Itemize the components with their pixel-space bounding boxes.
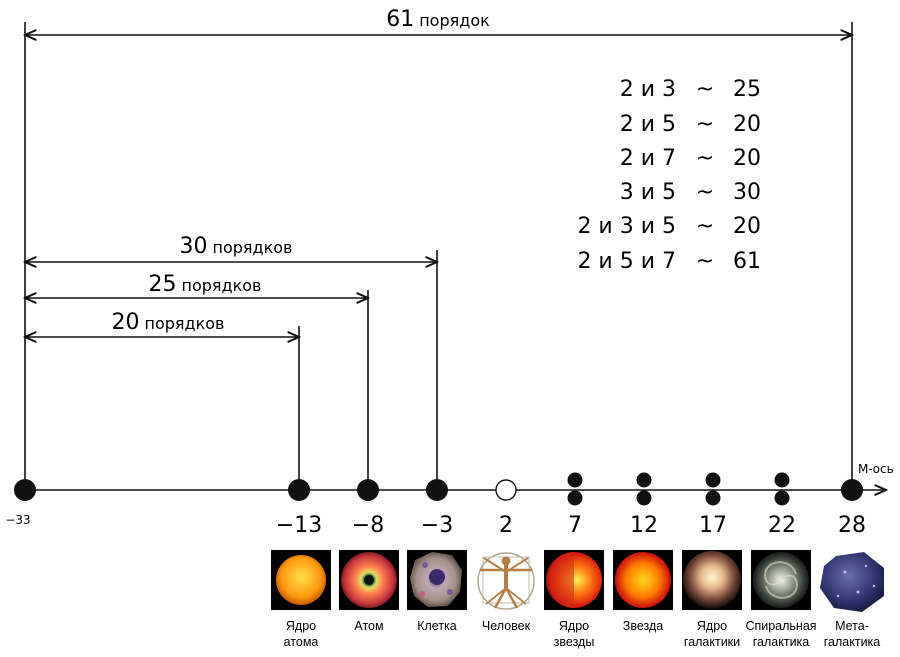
axis-point-double	[567, 490, 583, 506]
ratio-left: 2 и 3 и 5	[577, 214, 676, 239]
axis-point	[841, 479, 863, 501]
ratio-left: 3 и 5	[620, 180, 676, 205]
tick-label: 12	[630, 513, 658, 538]
axis-point-open	[495, 479, 517, 501]
star-core-icon	[544, 550, 604, 610]
axis-point-double	[774, 472, 790, 488]
object-caption: Ядро	[286, 619, 316, 633]
axis-point	[288, 479, 310, 501]
atom-icon	[339, 550, 399, 610]
axis-point	[357, 479, 379, 501]
tick-label: 28	[838, 513, 866, 538]
ratio-sym: ~	[696, 146, 714, 171]
galaxy-core-icon	[682, 550, 742, 610]
object-caption: Человек	[482, 619, 531, 633]
human-icon	[475, 550, 537, 612]
object-caption: Атом	[354, 619, 383, 633]
tick-label: −13	[276, 513, 322, 538]
star-icon	[613, 550, 673, 610]
object-caption: Спиральная	[745, 619, 816, 633]
nucleus-icon	[271, 550, 331, 610]
tick-label: −8	[352, 513, 384, 538]
axis-point-double	[636, 472, 652, 488]
spiral-galaxy-icon	[751, 550, 811, 610]
ratio-left: 2 и 3	[620, 77, 676, 102]
ratio-sym: ~	[696, 249, 714, 274]
axis-point-double	[705, 472, 721, 488]
object-caption: галактики	[684, 635, 740, 649]
ratio-right: 20	[733, 112, 761, 137]
axis-point	[426, 479, 448, 501]
tick-label: 7	[568, 513, 582, 538]
tick-label: 2	[499, 513, 513, 538]
axis-label: М-ось	[858, 462, 894, 476]
tick-label: 22	[768, 513, 796, 538]
ratio-sym: ~	[696, 112, 714, 137]
object-caption: Мета-	[835, 619, 869, 633]
ratio-right: 20	[733, 146, 761, 171]
ratio-right: 20	[733, 214, 761, 239]
object-caption: галактика	[824, 635, 881, 649]
object-caption: Звезда	[623, 619, 663, 633]
axis-point	[14, 479, 36, 501]
ratio-sym: ~	[696, 214, 714, 239]
axis-left-end-label: −33	[5, 513, 30, 527]
ratio-right: 30	[733, 180, 761, 205]
tick-label: 17	[699, 513, 727, 538]
axis-point-double	[636, 490, 652, 506]
ratio-sym: ~	[696, 77, 714, 102]
object-caption: звезды	[554, 635, 595, 649]
ratio-left: 2 и 7	[620, 146, 676, 171]
ratio-right: 25	[733, 77, 761, 102]
cell-icon	[407, 550, 467, 610]
object-caption: Клетка	[417, 619, 457, 633]
ratio-sym: ~	[696, 180, 714, 205]
object-caption: Ядро	[697, 619, 727, 633]
object-caption: галактика	[753, 635, 810, 649]
object-caption: атома	[284, 635, 319, 649]
ratio-right: 61	[733, 249, 761, 274]
tick-label: −3	[421, 513, 453, 538]
metagalaxy-icon	[820, 552, 884, 612]
axis-point-double	[774, 490, 790, 506]
ratio-table: 2 и 3 ~ 25 2 и 5 ~ 20 2 и 7 ~ 20 3 и 5 ~…	[577, 77, 761, 274]
object-caption: Ядро	[559, 619, 589, 633]
ratio-left: 2 и 5	[620, 112, 676, 137]
axis-point-double	[705, 490, 721, 506]
axis-point-double	[567, 472, 583, 488]
ratio-left: 2 и 5 и 7	[577, 249, 676, 274]
